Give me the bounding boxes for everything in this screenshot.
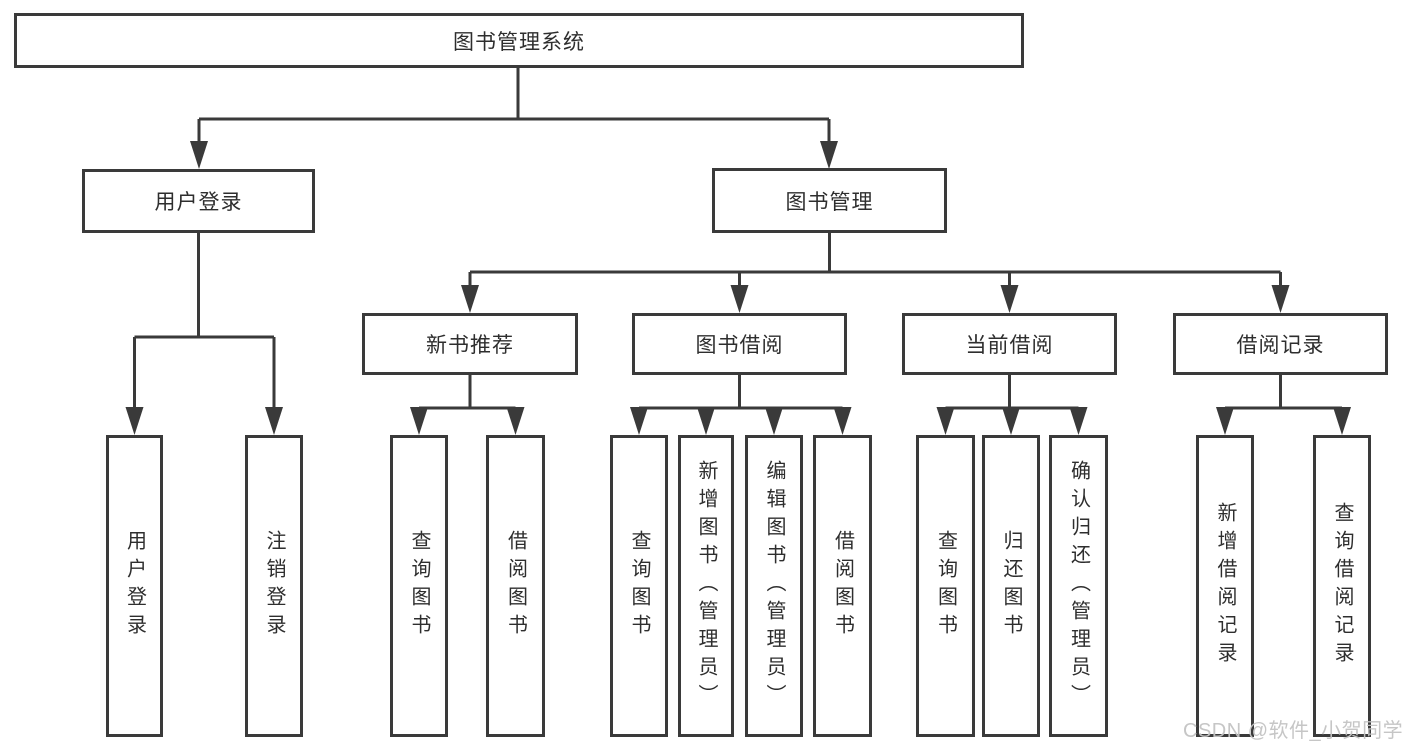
connector-arrowhead bbox=[630, 407, 648, 435]
connector-arrowhead bbox=[765, 407, 783, 435]
node-label: 图书管理 bbox=[785, 190, 874, 214]
node-book-management: 图书管理 bbox=[712, 168, 947, 233]
node-root: 图书管理系统 bbox=[14, 13, 1024, 68]
connector-arrowhead bbox=[1000, 285, 1019, 313]
node-label: 确认归还（管理员） bbox=[1067, 460, 1090, 712]
connector-arrowhead bbox=[190, 141, 208, 169]
node-user-login: 用户登录 bbox=[82, 169, 315, 233]
leaf-add-book-admin: 新增图书（管理员） bbox=[678, 435, 734, 737]
node-current-borrow: 当前借阅 bbox=[902, 313, 1117, 375]
connector-arrowhead bbox=[697, 407, 715, 435]
connector-arrowhead bbox=[410, 407, 428, 435]
connector-arrowhead bbox=[1333, 407, 1351, 435]
leaf-return-book: 归还图书 bbox=[982, 435, 1040, 737]
node-label: 图书借阅 bbox=[695, 334, 784, 357]
connector-arrowhead bbox=[1271, 285, 1290, 313]
leaf-edit-book-admin: 编辑图书（管理员） bbox=[745, 435, 803, 737]
leaf-query-book-3: 查询图书 bbox=[916, 435, 975, 737]
node-label: 当前借阅 bbox=[965, 334, 1054, 357]
node-label: 用户登录 bbox=[154, 191, 243, 214]
node-label: 借阅记录 bbox=[1236, 334, 1325, 357]
node-label: 查询借阅记录 bbox=[1331, 502, 1353, 670]
node-label: 新增图书（管理员） bbox=[695, 460, 717, 712]
node-label: 新书推荐 bbox=[426, 334, 514, 357]
leaf-query-borrow-record: 查询借阅记录 bbox=[1313, 435, 1371, 737]
node-borrow-record: 借阅记录 bbox=[1173, 313, 1388, 375]
connector-arrowhead bbox=[730, 285, 749, 313]
leaf-confirm-return-admin: 确认归还（管理员） bbox=[1049, 435, 1108, 737]
leaf-query-book-2: 查询图书 bbox=[610, 435, 668, 737]
node-label: 查询图书 bbox=[408, 530, 430, 642]
node-label: 注销登录 bbox=[263, 530, 285, 642]
node-label: 图书管理系统 bbox=[453, 30, 585, 54]
leaf-logout: 注销登录 bbox=[245, 435, 303, 737]
leaf-add-borrow-record: 新增借阅记录 bbox=[1196, 435, 1254, 737]
leaf-query-book-1: 查询图书 bbox=[390, 435, 448, 737]
connector-arrowhead bbox=[1069, 407, 1088, 435]
node-label: 编辑图书（管理员） bbox=[763, 460, 785, 712]
connector-arrowhead bbox=[265, 407, 283, 435]
connector-arrowhead bbox=[820, 141, 838, 169]
node-new-book-recommend: 新书推荐 bbox=[362, 313, 578, 375]
connector-arrowhead bbox=[461, 285, 479, 313]
leaf-user-login: 用户登录 bbox=[106, 435, 163, 737]
connector-arrowhead bbox=[833, 407, 852, 435]
node-label: 借阅图书 bbox=[504, 530, 527, 642]
leaf-borrow-book-1: 借阅图书 bbox=[486, 435, 545, 737]
connector-arrowhead bbox=[125, 407, 144, 435]
node-label: 查询图书 bbox=[628, 530, 650, 642]
node-label: 借阅图书 bbox=[831, 530, 854, 642]
connector-arrowhead bbox=[1002, 407, 1020, 435]
node-label: 归还图书 bbox=[1000, 530, 1022, 642]
connector-arrowhead bbox=[506, 407, 525, 435]
node-label: 新增借阅记录 bbox=[1214, 502, 1236, 670]
node-label: 查询图书 bbox=[934, 530, 957, 642]
leaf-borrow-book-2: 借阅图书 bbox=[813, 435, 872, 737]
connector-arrowhead bbox=[936, 407, 955, 435]
watermark: CSDN @软件_小贺同学 bbox=[1183, 720, 1404, 742]
connector-arrowhead bbox=[1216, 407, 1234, 435]
node-book-borrow: 图书借阅 bbox=[632, 313, 847, 375]
node-label: 用户登录 bbox=[123, 530, 146, 642]
